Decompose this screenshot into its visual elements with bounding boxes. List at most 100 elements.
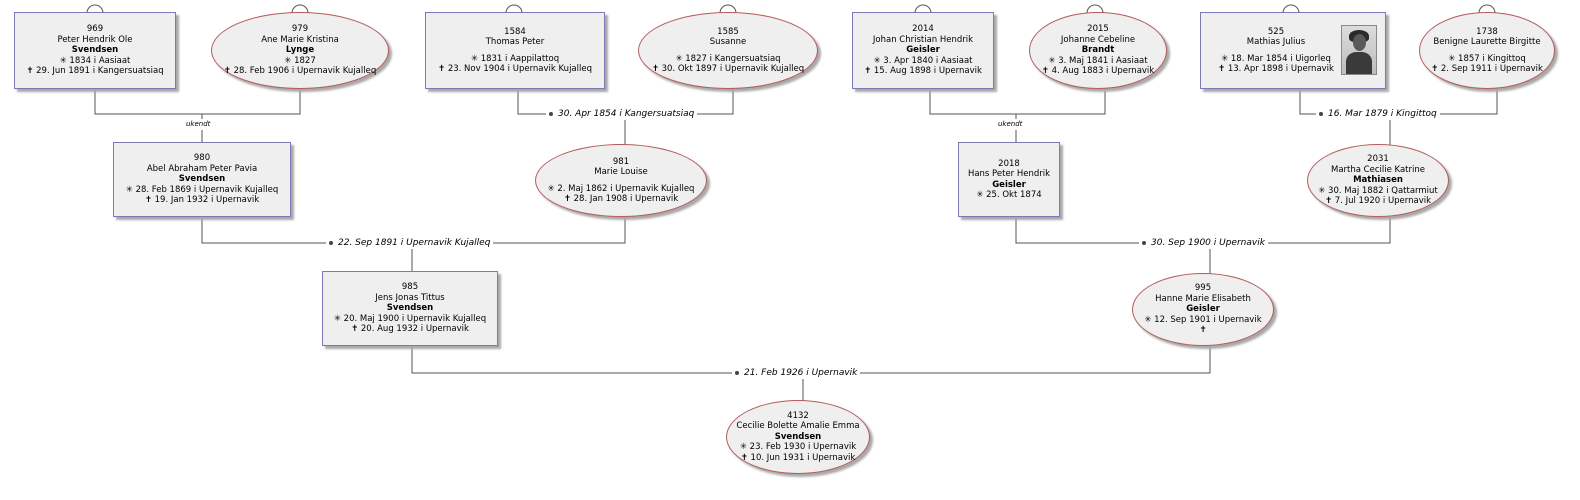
person-surname: Svendsen xyxy=(71,45,119,56)
person-death: ✝ 2. Sep 1911 i Upernavik xyxy=(1431,64,1543,74)
marriage-date: 22. Sep 1891 i Upernavik Kujalleq xyxy=(338,238,491,248)
person-surname: Brandt xyxy=(1081,45,1115,56)
person-birth: ✳ 30. Maj 1882 i Qattarmiut xyxy=(1318,185,1438,196)
person-id: 2015 xyxy=(1087,24,1109,35)
person-given-names: Cecilie Bolette Amalie Emma xyxy=(736,421,860,432)
marriage-date: 21. Feb 1926 i Upernavik xyxy=(744,368,858,378)
person-card-2018[interactable]: 2018 Hans Peter Hendrik Geisler ✳ 25. Ok… xyxy=(958,142,1060,217)
person-id: 985 xyxy=(401,282,419,293)
person-card-980[interactable]: 980 Abel Abraham Peter Pavia Svendsen ✳ … xyxy=(113,142,291,217)
marriage-label: 16. Mar 1879 i Kingittoq xyxy=(1316,109,1440,120)
person-card-1738[interactable]: 1738 Benigne Laurette Birgitte ✳ 1857 i … xyxy=(1419,12,1555,89)
person-surname: Svendsen xyxy=(774,431,822,442)
person-given-names: Abel Abraham Peter Pavia xyxy=(146,163,258,174)
person-given-names: Mathias Julius xyxy=(1246,37,1306,47)
person-death: ✝ xyxy=(1199,325,1207,336)
person-given-names: Susanne xyxy=(709,37,747,47)
person-birth: ✳ 1831 i Aappilattoq xyxy=(470,53,560,64)
person-given-names: Jens Jonas Tittus xyxy=(375,292,445,303)
person-card-969[interactable]: 969 Peter Hendrik Ole Svendsen ✳ 1834 i … xyxy=(14,12,176,89)
person-given-names: Hanne Marie Elisabeth xyxy=(1155,293,1251,304)
person-surname: Geisler xyxy=(992,179,1026,190)
person-id: 4132 xyxy=(787,410,809,421)
person-card-2014[interactable]: 2014 Johan Christian Hendrik Geisler ✳ 3… xyxy=(852,12,994,89)
person-birth: ✳ 12. Sep 1901 i Upernavik xyxy=(1144,314,1262,325)
person-death: ✝ 10. Jun 1931 i Upernavik xyxy=(740,452,856,463)
person-death: ✝ 15. Aug 1898 i Upernavik xyxy=(864,66,982,77)
person-surname: Mathiasen xyxy=(1353,175,1403,186)
person-birth: ✳ 20. Maj 1900 i Upernavik Kujalleq xyxy=(333,313,487,324)
person-surname: Lynge xyxy=(285,45,315,56)
person-id: 969 xyxy=(86,24,104,35)
person-birth: ✳ 1834 i Aasiaat xyxy=(59,55,131,66)
person-death: ✝ 23. Nov 1904 i Upernavik Kujalleq xyxy=(438,64,592,74)
marriage-dot xyxy=(329,240,333,245)
person-card-2015[interactable]: 2015 Johanne Cebeline Brandt ✳ 3. Maj 18… xyxy=(1029,12,1167,89)
person-surname: Svendsen xyxy=(178,174,226,185)
person-id: 980 xyxy=(193,153,211,164)
person-birth: ✳ 1857 i Kingittoq xyxy=(1448,53,1526,64)
person-id: 981 xyxy=(612,156,630,167)
person-surname: Geisler xyxy=(906,45,940,56)
person-given-names: Thomas Peter xyxy=(485,37,545,47)
person-death: ✝ 19. Jan 1932 i Upernavik xyxy=(144,195,260,206)
person-death: ✝ 20. Aug 1932 i Upernavik xyxy=(351,324,469,335)
person-id: 1585 xyxy=(717,26,739,37)
person-card-1584[interactable]: 1584 Thomas Peter ✳ 1831 i Aappilattoq ✝… xyxy=(425,12,605,89)
person-death: ✝ 28. Jan 1908 i Upernavik xyxy=(563,194,679,204)
person-death: ✝ 29. Jun 1891 i Kangersuatsiaq xyxy=(26,66,164,77)
person-card-985[interactable]: 985 Jens Jonas Tittus Svendsen ✳ 20. Maj… xyxy=(322,271,498,346)
person-birth: ✳ 3. Maj 1841 i Aasiaat xyxy=(1048,55,1148,66)
person-death: ✝ 13. Apr 1898 i Upernavik xyxy=(1218,64,1334,74)
person-card-981[interactable]: 981 Marie Louise ✳ 2. Maj 1862 i Upernav… xyxy=(535,144,707,217)
person-birth: ✳ 1827 i Kangersuatsiaq xyxy=(675,53,781,64)
person-portrait-photo xyxy=(1341,25,1377,75)
person-birth: ✳ 28. Feb 1869 i Upernavik Kujalleq xyxy=(125,184,279,195)
person-id: 1738 xyxy=(1476,26,1498,37)
person-card-4132[interactable]: 4132 Cecilie Bolette Amalie Emma Svendse… xyxy=(726,400,870,474)
person-card-525[interactable]: 525 Mathias Julius ✳ 18. Mar 1854 i Uigo… xyxy=(1200,12,1386,89)
person-given-names: Johanne Cebeline xyxy=(1060,34,1136,45)
person-birth: ✳ 18. Mar 1854 i Uigorleq xyxy=(1221,53,1331,64)
marriage-label: 30. Sep 1900 i Upernavik xyxy=(1139,238,1268,249)
person-death: ✝ 7. Jul 1920 i Upernavik xyxy=(1324,196,1432,207)
person-id: 995 xyxy=(1194,283,1212,294)
person-birth: ✳ 2. Maj 1862 i Upernavik Kujalleq xyxy=(547,183,695,194)
person-given-names: Johan Christian Hendrik xyxy=(872,34,974,45)
marriage-dot xyxy=(1319,111,1323,116)
person-surname: Svendsen xyxy=(386,303,434,314)
person-death: ✝ 30. Okt 1897 i Upernavik Kujalleq xyxy=(651,64,805,74)
person-id: 1584 xyxy=(504,26,526,37)
marriage-date: 30. Apr 1854 i Kangersuatsiaq xyxy=(558,109,695,119)
person-birth: ✳ 23. Feb 1930 i Upernavik xyxy=(739,442,857,453)
marriage-dot xyxy=(549,111,553,116)
person-given-names: Hans Peter Hendrik xyxy=(967,169,1051,179)
person-given-names: Ane Marie Kristina xyxy=(261,34,339,45)
person-card-2031[interactable]: 2031 Martha Cecilie Katrine Mathiasen ✳ … xyxy=(1307,144,1449,217)
person-death: ✝ 28. Feb 1906 i Upernavik Kujalleq xyxy=(223,66,377,77)
person-given-names: Martha Cecilie Katrine xyxy=(1331,164,1425,175)
person-id: 2031 xyxy=(1367,154,1389,165)
marriage-label: 21. Feb 1926 i Upernavik xyxy=(732,368,861,379)
marriage-label: ukendt xyxy=(996,119,1025,130)
marriage-dot xyxy=(735,370,739,375)
marriage-label: ukendt xyxy=(184,119,213,130)
person-given-names: Peter Hendrik Ole xyxy=(57,34,133,45)
marriage-date: 16. Mar 1879 i Kingittoq xyxy=(1328,109,1437,119)
person-birth: ✳ 1827 xyxy=(284,55,316,66)
marriage-date: 30. Sep 1900 i Upernavik xyxy=(1151,238,1265,248)
marriage-label: 30. Apr 1854 i Kangersuatsiaq xyxy=(546,109,698,120)
person-id: 979 xyxy=(291,24,309,35)
person-birth: ✳ 25. Okt 1874 xyxy=(976,190,1042,200)
person-id: 525 xyxy=(1267,26,1285,37)
marriage-label: 22. Sep 1891 i Upernavik Kujalleq xyxy=(326,238,494,249)
person-id: 2014 xyxy=(912,24,934,35)
person-id: 2018 xyxy=(998,158,1020,169)
person-surname: Geisler xyxy=(1186,304,1220,315)
person-card-1585[interactable]: 1585 Susanne ✳ 1827 i Kangersuatsiaq ✝ 3… xyxy=(638,12,818,89)
person-given-names: Benigne Laurette Birgitte xyxy=(1433,37,1541,47)
person-card-979[interactable]: 979 Ane Marie Kristina Lynge ✳ 1827 ✝ 28… xyxy=(211,12,389,89)
marriage-dot xyxy=(1142,240,1146,245)
person-death: ✝ 4. Aug 1883 i Upernavik xyxy=(1041,66,1155,77)
person-card-995[interactable]: 995 Hanne Marie Elisabeth Geisler ✳ 12. … xyxy=(1132,273,1274,346)
